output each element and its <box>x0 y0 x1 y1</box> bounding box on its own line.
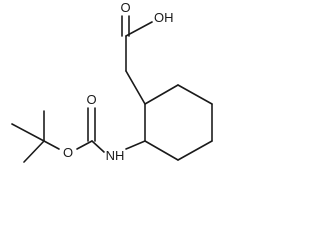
carbamate-carbonyl-oxygen-label: O <box>86 92 96 107</box>
ring-bond <box>177 140 213 161</box>
acid-carbonyl-oxygen-label: O <box>120 0 130 15</box>
ester-tbutyl-bond <box>43 140 60 150</box>
structure-canvas: O OH O O NH <box>11 0 213 163</box>
tbutyl-methyl-bond <box>11 123 45 142</box>
ester-oxygen-label: O <box>63 145 73 160</box>
acid-hydroxyl-label: OH <box>154 10 174 25</box>
carbamate-ester-bond <box>76 140 93 150</box>
tbutyl-methyl-bond <box>23 140 45 163</box>
ring-bond <box>144 84 179 105</box>
carbamate-bond <box>91 140 105 153</box>
acid-hydroxyl-bond <box>125 21 153 37</box>
ring-bond <box>144 140 179 161</box>
amine-nh-label: NH <box>106 148 125 163</box>
ring-bond <box>177 84 213 105</box>
ring-nitrogen-bond <box>125 140 146 150</box>
side-chain-bond <box>125 70 146 105</box>
molecule-diagram: O OH O O NH <box>11 0 213 163</box>
